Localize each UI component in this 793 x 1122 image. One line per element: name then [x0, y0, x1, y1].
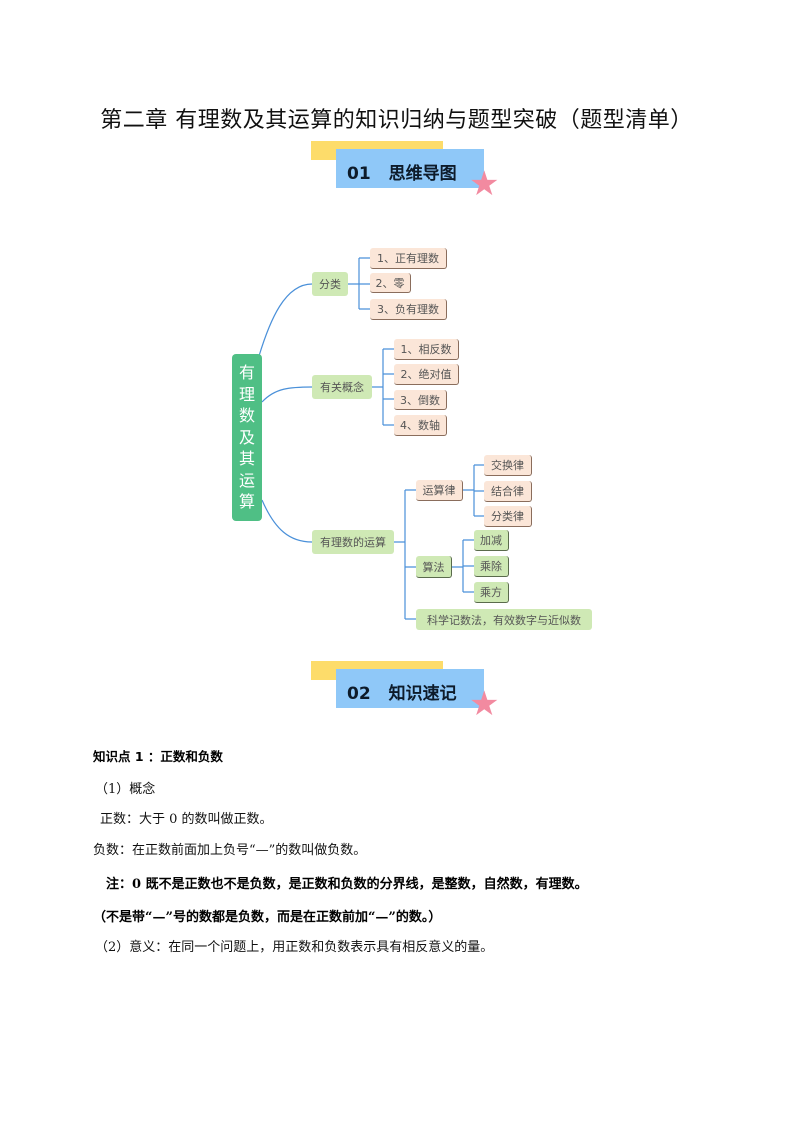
node-item: 3、倒数 — [394, 390, 447, 410]
node-item: 2、零 — [370, 273, 411, 293]
node-item: 1、正有理数 — [370, 248, 447, 269]
node-item: 乘除 — [474, 556, 509, 577]
positive-definition: 正数：大于 0 的数叫做正数。 — [100, 812, 273, 827]
root-char: 其 — [238, 449, 255, 469]
page-title: 第二章 有理数及其运算的知识归纳与题型突破（题型清单） — [100, 108, 693, 133]
banner-number: 01 — [347, 164, 371, 184]
section-banner-notes: 02 知识速记 ★ — [311, 661, 511, 741]
star-icon: ★ — [469, 684, 500, 724]
banner-blue-box — [336, 149, 484, 188]
root-char: 数 — [238, 406, 255, 426]
node-scientific-notation: 科学记数法，有效数字与近似数 — [416, 609, 592, 630]
node-classification: 分类 — [312, 272, 348, 296]
section-banner-mindmap: 01 思维导图 ★ — [311, 141, 511, 221]
node-item: 结合律 — [484, 481, 532, 502]
root-char: 理 — [238, 384, 255, 404]
node-item: 加减 — [474, 530, 509, 551]
concept-label: （1）概念 — [95, 782, 156, 797]
node-item: 乘方 — [474, 582, 509, 603]
banner-number: 02 — [347, 684, 371, 704]
note-text: 注：0 既不是正数也不是负数，是正数和负数的分界线，是整数，自然数，有理数。 — [106, 877, 588, 892]
node-item: 4、数轴 — [394, 415, 447, 436]
node-item: 1、相反数 — [394, 339, 459, 360]
mindmap-connectors — [258, 257, 484, 620]
node-item: 分类律 — [484, 506, 532, 527]
root-char: 有 — [238, 363, 255, 383]
negative-definition: 负数：在正数前面加上负号“—”的数叫做负数。 — [93, 843, 367, 858]
node-item: 2、绝对值 — [394, 364, 459, 385]
banner-label: 思维导图 — [388, 164, 457, 184]
banner-label: 知识速记 — [388, 684, 457, 704]
node-concepts: 有关概念 — [312, 375, 372, 399]
mindmap-root: 有 理 数 及 其 运 算 — [232, 354, 262, 521]
root-char: 算 — [238, 492, 255, 512]
node-item: 3、负有理数 — [370, 299, 447, 320]
node-operations: 有理数的运算 — [312, 530, 394, 554]
root-char: 运 — [238, 470, 255, 490]
star-icon: ★ — [469, 164, 500, 204]
note-text-2: （不是带“—”号的数都是负数，而是在正数前加“—”的数。） — [93, 910, 442, 925]
node-item: 交换律 — [484, 455, 532, 476]
node-algorithms: 算法 — [416, 556, 452, 578]
node-laws: 运算律 — [416, 480, 463, 501]
root-char: 及 — [238, 427, 255, 447]
section-heading: 知识点 1 ：正数和负数 — [93, 749, 223, 764]
meaning-text: （2）意义：在同一个问题上，用正数和负数表示具有相反意义的量。 — [95, 940, 494, 955]
banner-blue-box — [336, 669, 484, 708]
